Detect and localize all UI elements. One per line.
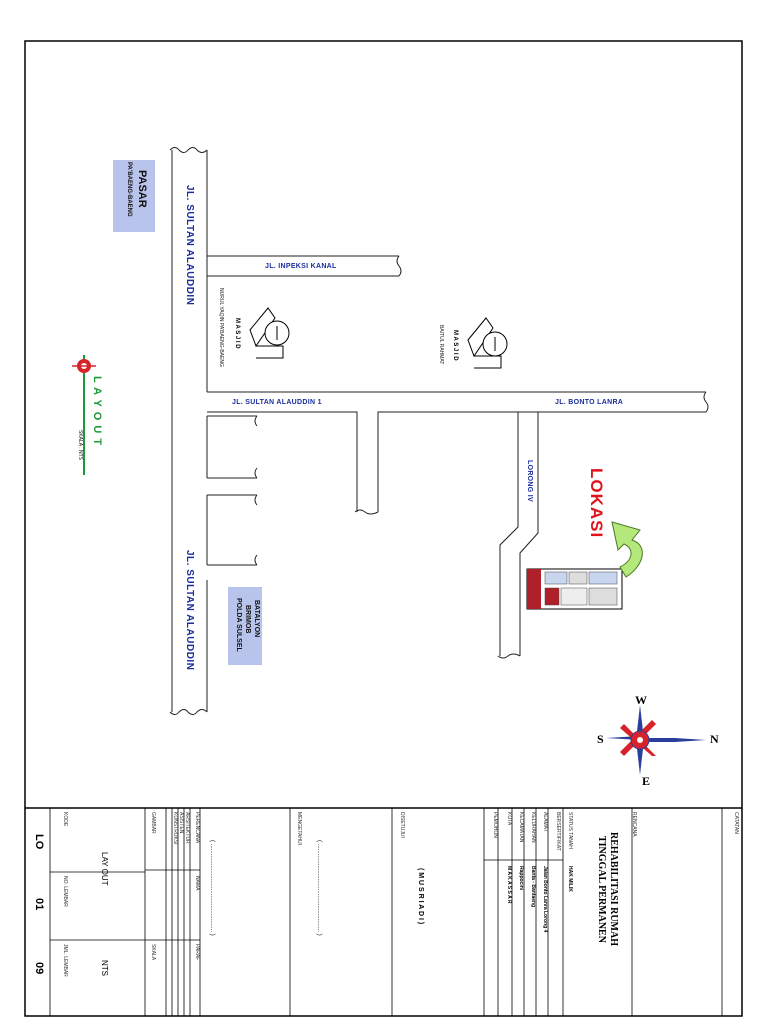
title-block-grid [49,808,723,1016]
tb-pemohon-label: PEMOHON [492,812,498,838]
drawing-border [24,40,743,1017]
tb-rencana-line2: TINGGAL PERMANEN [596,836,607,943]
road-label-sultan-alauddin-1: JL. SULTAN ALAUDDIN 1 [232,399,322,406]
road-bonto-lanra [207,391,709,659]
masjid2-title: M A S J I D [452,330,458,361]
compass-n: N [710,732,719,746]
tb-jml-lembar-label: JML. LEMBAR [62,944,68,977]
tb-row-value-4: Rappocini [518,866,524,891]
tb-disetujui-label: DISETUJUI [399,812,405,838]
tb-row-label-4: KECAMATAN [518,812,524,843]
compass-icon [606,705,706,775]
layout-title: L A Y O U T [91,376,103,447]
batalyon-line2: BRIMOB [244,605,251,634]
compass-e: E [642,774,651,788]
layout-scale: SKALA : NTS [77,430,83,461]
road-label-sultan-alauddin-bottom: JL. SULTAN ALAUDDIN [184,550,195,671]
tb-rencana-line1: REHABILITASI RUMAH [608,832,619,946]
tb-row-value-0: HAK MILIK [567,866,573,892]
tb-drawing-title: LAY OUT [100,852,109,886]
tb-no-lembar-label: NO. LEMBAR [62,876,68,907]
tb-team-4: GAMBAR [150,812,156,834]
house-plan [526,568,623,610]
tb-perencana-name: ( ......................................… [209,840,215,936]
tb-row-value-2: Jalan Bonto Lanra Lorong 4 [542,866,548,933]
tb-team-2: ASISTEN [178,812,184,834]
tb-row-label-2: ALAMAT [542,812,548,832]
pasar-label-box [113,160,155,232]
compass-w: W [635,693,647,707]
road-inpeksi-kanal [207,255,402,277]
tb-mengetahui-label: MENGETAHUI [296,812,302,845]
masjid-baitul-rahmat-icon [467,317,508,369]
tb-catatan: CATATAN [733,812,739,834]
tb-row-value-3: Banta - Bantaeng [530,866,536,908]
tb-disetujui-name: ( M U S R I A D I ) [417,868,424,925]
tb-team-3: KONSTRUKSI [172,812,178,845]
lokasi-arrow-icon [611,521,643,578]
tb-team-0: PERENCANA [194,812,200,844]
tb-nama-label: NAMA [194,876,200,891]
masjid2-name: BAITUL RAHMAT [438,325,444,365]
masjid1-title: M A S J I D [234,318,240,349]
tb-row-label-5: KOTA [506,812,512,826]
tb-row-label-0: STATUS TANAH [567,812,573,849]
tb-rencana-label: RENCANA [631,812,637,837]
tb-row-value-5: M A K A S S A R [506,866,512,904]
tb-skala-label: SKALA [150,944,156,961]
layout-target-icon [72,355,96,475]
tb-row-label-1: BERSERTIFIKAT [555,812,561,851]
tb-paraf-label: PARAF [194,944,200,961]
masjid1-name: NURUL YAQIN PA'BAENG-BAENG [218,288,224,367]
tb-skala-value: NTS [100,960,109,976]
road-label-lorong-iv: LORONG IV [526,460,533,502]
pasar-title: PASAR [136,170,148,208]
masjid-nurul-yaqin-icon [249,307,290,359]
road-sultan-alauddin [169,147,208,715]
batalyon-line3: POLDA SULSEL [235,598,242,652]
lokasi-label: LOKASI [587,468,606,539]
tb-mengetahui-name: ( ......................................… [316,840,322,936]
compass-s: S [597,732,604,746]
road-label-bonto-lanra: JL. BONTO LANRA [555,399,624,406]
tb-row-label-3: KELURAHAN [530,812,536,843]
road-label-sultan-alauddin-top: JL. SULTAN ALAUDDIN [184,185,195,306]
tb-kode-value: LO [33,834,45,850]
batalyon-label-box [228,587,262,665]
tb-no-lembar-value: 01 [33,898,45,911]
tb-jml-lembar-value: 09 [33,962,45,975]
batalyon-line1: BATALYON [253,600,260,638]
road-label-inpeksi-kanal: JL. INPEKSI KANAL [265,263,337,270]
pasar-subtitle: PA'BAENG-BAENG [126,162,132,217]
tb-kode-label: KODE [62,812,68,827]
side-lanes [207,415,258,566]
tb-team-1: ARSITEKTUR [184,812,190,844]
